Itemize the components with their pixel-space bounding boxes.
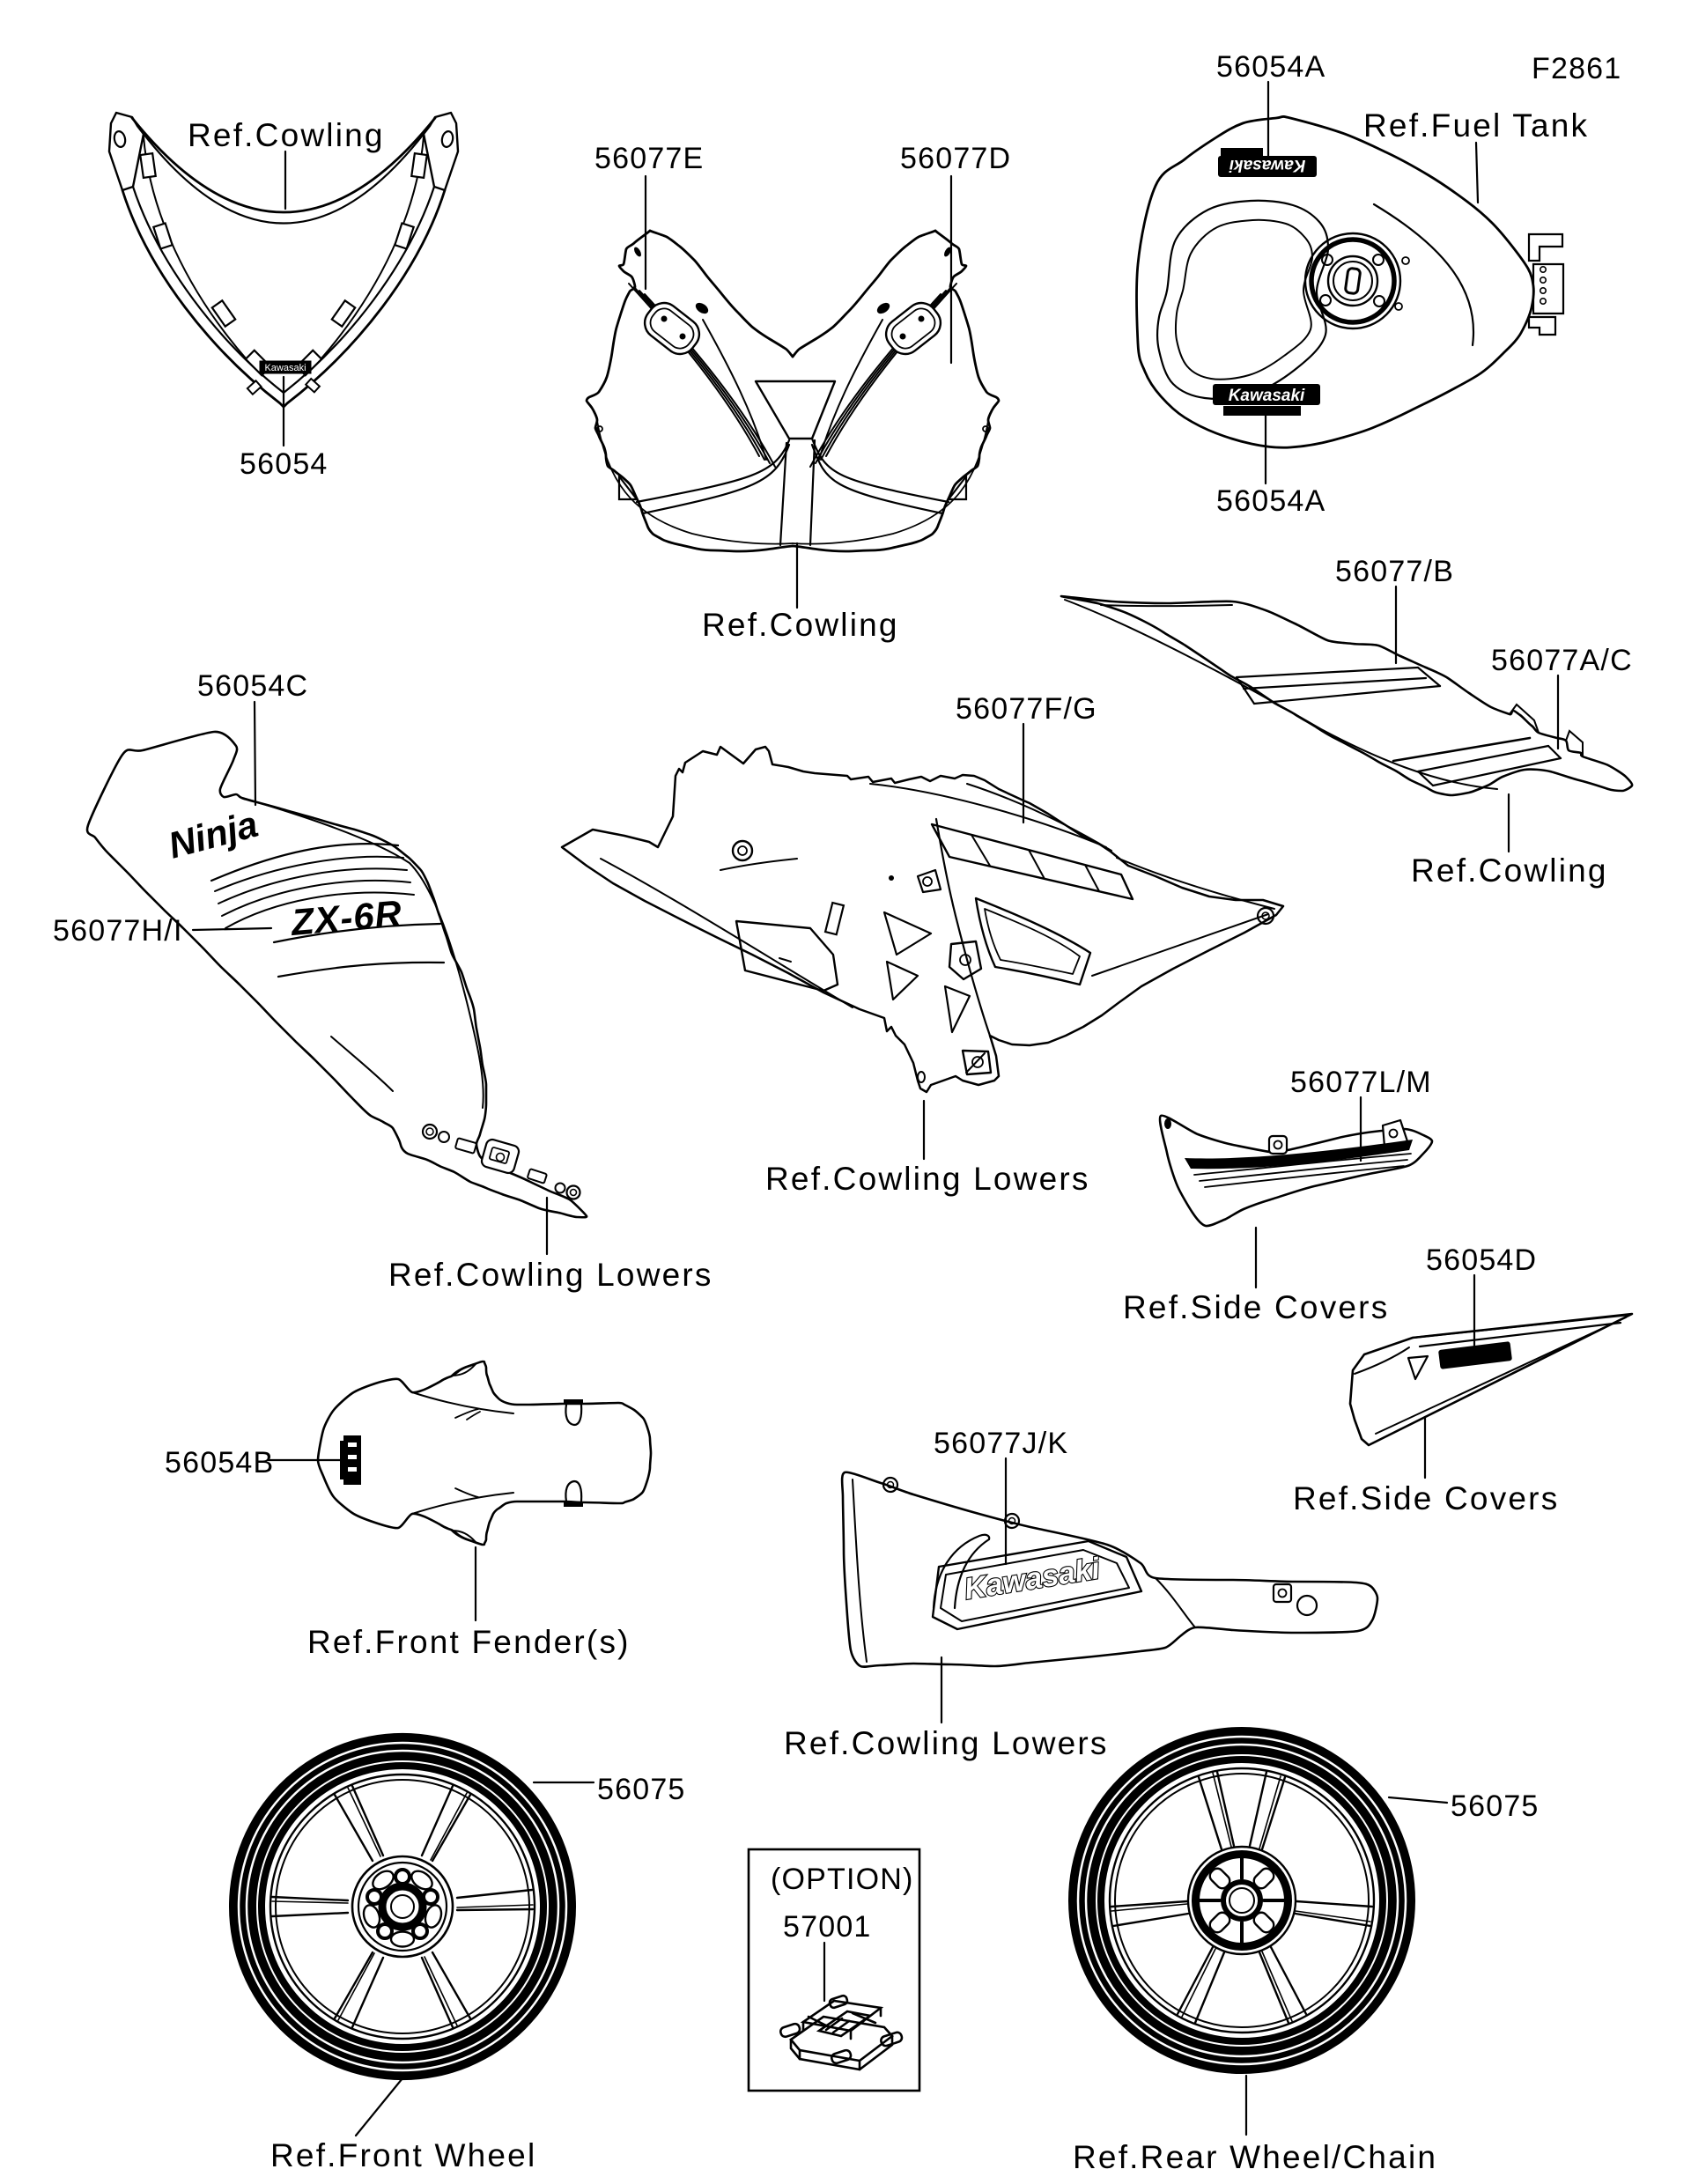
svg-text:Ref.Cowling Lowers: Ref.Cowling Lowers: [765, 1161, 1090, 1197]
svg-text:Ref.Rear Wheel/Chain: Ref.Rear Wheel/Chain: [1073, 2139, 1437, 2175]
svg-text:56077A/C: 56077A/C: [1491, 644, 1633, 677]
svg-text:Ref.Front Fender(s): Ref.Front Fender(s): [307, 1624, 631, 1660]
svg-text:56077L/M: 56077L/M: [1290, 1066, 1432, 1099]
svg-text:56077/B: 56077/B: [1335, 555, 1454, 588]
svg-text:56077J/K: 56077J/K: [934, 1427, 1068, 1460]
svg-text:Ref.Cowling: Ref.Cowling: [702, 607, 899, 643]
svg-text:56077E: 56077E: [594, 142, 704, 175]
svg-text:Kawasaki: Kawasaki: [1229, 387, 1305, 405]
svg-text:56054D: 56054D: [1426, 1243, 1537, 1277]
svg-text:56077D: 56077D: [900, 142, 1011, 175]
svg-text:Ref.Side Covers: Ref.Side Covers: [1293, 1480, 1559, 1516]
svg-text:Ref.Cowling Lowers: Ref.Cowling Lowers: [784, 1725, 1109, 1761]
svg-text:56054B: 56054B: [165, 1446, 274, 1479]
svg-text:Ref.Cowling Lowers: Ref.Cowling Lowers: [388, 1257, 713, 1293]
svg-text:56054: 56054: [240, 447, 329, 481]
svg-text:56075: 56075: [597, 1773, 686, 1806]
svg-text:ZX-6R: ZX-6R: [289, 892, 404, 943]
svg-text:Ref.Front Wheel: Ref.Front Wheel: [270, 2137, 536, 2173]
svg-text:56077H/I: 56077H/I: [53, 914, 183, 948]
svg-text:F2861: F2861: [1532, 52, 1621, 85]
svg-text:Ref.Fuel Tank: Ref.Fuel Tank: [1363, 107, 1589, 144]
svg-text:Ref.Side Covers: Ref.Side Covers: [1123, 1289, 1389, 1325]
svg-text:56077F/G: 56077F/G: [956, 692, 1097, 726]
svg-text:Kawasaki: Kawasaki: [264, 363, 306, 373]
svg-text:(OPTION): (OPTION): [771, 1863, 914, 1896]
svg-text:Kawasaki: Kawasaki: [1229, 156, 1305, 174]
svg-text:56075: 56075: [1451, 1789, 1540, 1823]
svg-text:56054A: 56054A: [1216, 50, 1325, 84]
svg-text:Ref.Cowling: Ref.Cowling: [1411, 852, 1608, 889]
svg-text:Ref.Cowling: Ref.Cowling: [188, 117, 385, 153]
svg-text:56054C: 56054C: [197, 669, 308, 703]
svg-text:56054A: 56054A: [1216, 484, 1325, 518]
svg-text:57001: 57001: [783, 1910, 872, 1944]
